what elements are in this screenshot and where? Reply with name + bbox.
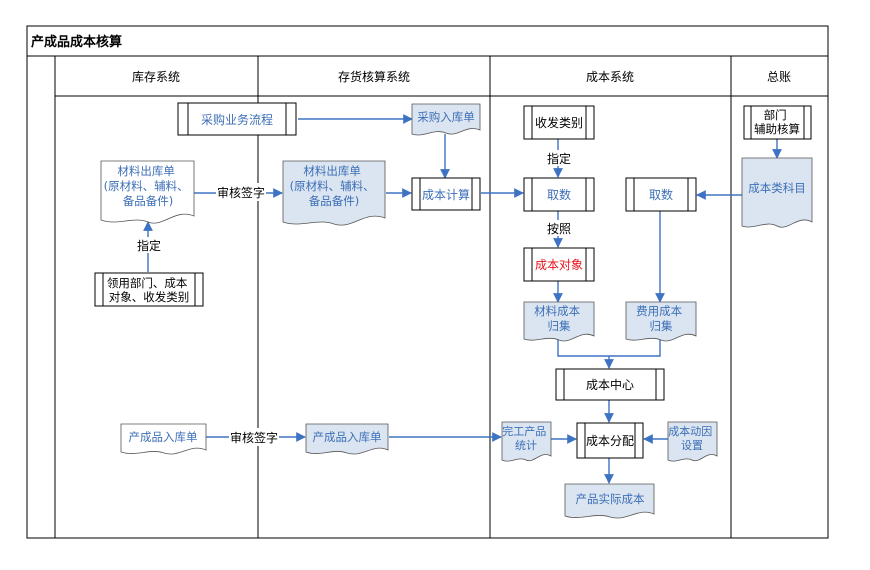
svg-text:收发类别: 收发类别 xyxy=(535,115,583,130)
svg-text:材料成本 归集: 材料成本 归集 xyxy=(534,304,584,333)
svg-text:取数: 取数 xyxy=(547,187,571,202)
edge-label-specify-cost: 指定 xyxy=(547,151,571,166)
node-purchase-flow: 采购业务流程 xyxy=(177,102,297,136)
svg-text:成本对象: 成本对象 xyxy=(535,258,583,272)
lane-ledger: 总账 xyxy=(767,70,791,84)
node-completed-stats: 完工产品 统计 xyxy=(501,421,552,462)
svg-text:领用部门、成本 对象、收发类别: 领用部门、成本 对象、收发类别 xyxy=(107,276,191,304)
node-dept-aux: 部门 辅助核算 xyxy=(743,105,812,140)
node-cost-center: 成本中心 xyxy=(555,368,665,401)
svg-text:产成品入库单: 产成品入库单 xyxy=(129,430,198,444)
node-cost-allocation: 成本分配 xyxy=(576,422,644,459)
svg-text:完工产品 统计: 完工产品 统计 xyxy=(502,424,550,452)
edge-label-specify-left: 指定 xyxy=(137,238,161,253)
node-material-issue-inventory: 材料出库单 (原材料、辅料、 备品备件) xyxy=(100,160,195,224)
diagram-title: 产成品成本核算 xyxy=(31,34,122,50)
svg-text:取数: 取数 xyxy=(649,187,673,202)
node-fetch-left: 取数 xyxy=(523,177,595,212)
edge-label-review-sign-top: 审核签字 xyxy=(217,185,265,200)
svg-text:材料出库单 (原材料、辅料、 备品备: 材料出库单 (原材料、辅料、 备品备件) xyxy=(104,164,193,208)
label-bg-according xyxy=(544,220,574,236)
svg-text:成本计算: 成本计算 xyxy=(422,187,470,202)
svg-text:成本类科目: 成本类科目 xyxy=(748,181,806,195)
svg-text:产品实际成本: 产品实际成本 xyxy=(576,492,645,506)
lane-inventory: 库存系统 xyxy=(132,69,180,84)
svg-text:成本动因 设置: 成本动因 设置 xyxy=(668,424,716,452)
svg-text:部门 辅助核算: 部门 辅助核算 xyxy=(754,108,800,136)
node-fetch-right: 取数 xyxy=(625,177,697,212)
label-bg-specify-cost xyxy=(544,150,574,166)
node-cost-object: 成本对象 xyxy=(523,247,595,282)
svg-text:材料出库单 (原材料、辅料、 备品备: 材料出库单 (原材料、辅料、 备品备件) xyxy=(290,164,379,208)
svg-text:采购业务流程: 采购业务流程 xyxy=(201,112,273,127)
edge-label-review-sign-bottom: 审核签字 xyxy=(230,430,278,445)
node-cost-calc: 成本计算 xyxy=(411,177,481,211)
node-purchase-receipt: 采购入库单 xyxy=(411,103,481,136)
node-material-cost-collect: 材料成本 归集 xyxy=(523,301,595,342)
node-cost-driver-setup: 成本动因 设置 xyxy=(667,421,718,462)
edge-collects-to-cost-center xyxy=(557,340,661,368)
label-bg-specify-left xyxy=(134,237,164,253)
node-dept-object-type: 领用部门、成本 对象、收发类别 xyxy=(94,272,204,307)
node-actual-cost: 产品实际成本 xyxy=(564,483,655,519)
svg-text:采购入库单: 采购入库单 xyxy=(417,110,475,124)
svg-text:产成品入库单: 产成品入库单 xyxy=(313,430,382,444)
edge-label-according-to: 按照 xyxy=(547,222,571,236)
node-expense-cost-collect: 费用成本 归集 xyxy=(625,301,697,342)
node-finished-receipt-accounting: 产成品入库单 xyxy=(305,423,389,455)
node-cost-subject: 成本类科目 xyxy=(741,157,813,228)
label-bg-review-bottom xyxy=(229,428,279,446)
node-receive-type: 收发类别 xyxy=(523,105,595,140)
lane-cost: 成本系统 xyxy=(586,70,634,84)
node-finished-receipt-inventory: 产成品入库单 xyxy=(120,423,207,455)
svg-text:费用成本 归集: 费用成本 归集 xyxy=(636,304,686,333)
label-bg-review-top xyxy=(216,183,266,201)
svg-text:成本分配: 成本分配 xyxy=(586,434,634,448)
svg-text:成本中心: 成本中心 xyxy=(586,377,634,392)
node-material-issue-accounting: 材料出库单 (原材料、辅料、 备品备件) xyxy=(282,160,386,226)
lane-inventory-accounting: 存货核算系统 xyxy=(338,69,410,84)
diagram-frame xyxy=(26,25,829,539)
